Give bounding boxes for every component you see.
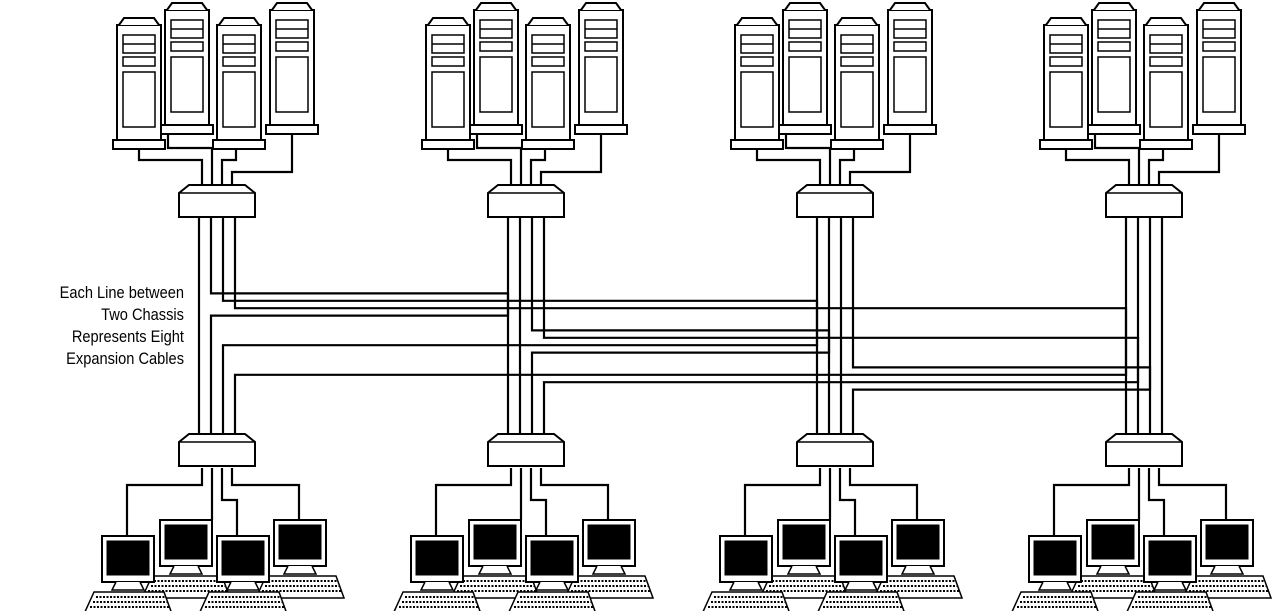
- terminal-4-1: [1010, 535, 1100, 615]
- expansion-cable-0-1: [209, 217, 510, 434]
- server-cable-3-4: [1157, 112, 1221, 187]
- terminal-cable-1-1: [434, 468, 513, 536]
- server-1-2: [160, 2, 214, 135]
- expansion-cable-2-3: [851, 217, 1152, 434]
- terminal-cable-2-1: [743, 468, 822, 536]
- terminal-cable-3-1: [1052, 468, 1131, 536]
- server-4-1: [1039, 17, 1093, 150]
- terminal-cable-2-3: [838, 468, 857, 536]
- cable-legend-caption: Each Line between Two Chassis Represents…: [27, 282, 184, 370]
- caption-line-2: Two Chassis: [101, 305, 184, 324]
- expansion-cable-3-2: [851, 217, 1152, 434]
- bottom-chassis-1: [178, 433, 256, 467]
- bottom-chassis-3: [796, 433, 874, 467]
- caption-line-3: Represents Eight: [71, 327, 184, 346]
- terminal-2-1: [392, 535, 482, 615]
- server-cable-2-4: [848, 112, 912, 187]
- terminal-cable-1-3: [529, 468, 548, 536]
- server-1-3: [212, 17, 266, 150]
- terminal-cable-0-1: [125, 468, 204, 536]
- expansion-cable-1-0: [209, 217, 510, 434]
- server-1-1: [112, 17, 166, 150]
- caption-line-1: Each Line between: [59, 283, 184, 302]
- terminal-cable-3-3: [1147, 468, 1166, 536]
- server-3-3: [830, 17, 884, 150]
- terminal-cable-0-4: [230, 468, 301, 520]
- expansion-cable-2-1: [530, 217, 831, 434]
- top-chassis-4: [1105, 184, 1183, 218]
- server-2-3: [521, 17, 575, 150]
- terminal-cable-0-3: [220, 468, 239, 536]
- terminal-cable-2-4: [848, 468, 919, 520]
- expansion-cable-2-0: [221, 217, 819, 434]
- expansion-cable-0-3: [233, 217, 1128, 434]
- terminal-3-1: [701, 535, 791, 615]
- server-cable-0-4: [230, 112, 294, 187]
- server-cable-1-4: [539, 112, 603, 187]
- server-1-4: [265, 2, 319, 135]
- server-2-2: [469, 2, 523, 135]
- terminal-cable-1-4: [539, 468, 610, 520]
- top-chassis-1: [178, 184, 256, 218]
- expansion-cable-1-2: [530, 217, 831, 434]
- expansion-cable-3-0: [233, 217, 1128, 434]
- top-chassis-3: [796, 184, 874, 218]
- server-3-1: [730, 17, 784, 150]
- terminal-cable-3-4: [1157, 468, 1228, 520]
- server-4-3: [1139, 17, 1193, 150]
- top-chassis-2: [487, 184, 565, 218]
- server-3-4: [883, 2, 937, 135]
- bottom-chassis-4: [1105, 433, 1183, 467]
- bottom-chassis-2: [487, 433, 565, 467]
- expansion-cable-3-1: [542, 217, 1140, 434]
- server-4-4: [1192, 2, 1246, 135]
- server-4-2: [1087, 2, 1141, 135]
- server-2-4: [574, 2, 628, 135]
- server-2-1: [421, 17, 475, 150]
- terminal-1-1: [83, 535, 173, 615]
- caption-line-4: Expansion Cables: [66, 349, 184, 368]
- server-3-2: [778, 2, 832, 135]
